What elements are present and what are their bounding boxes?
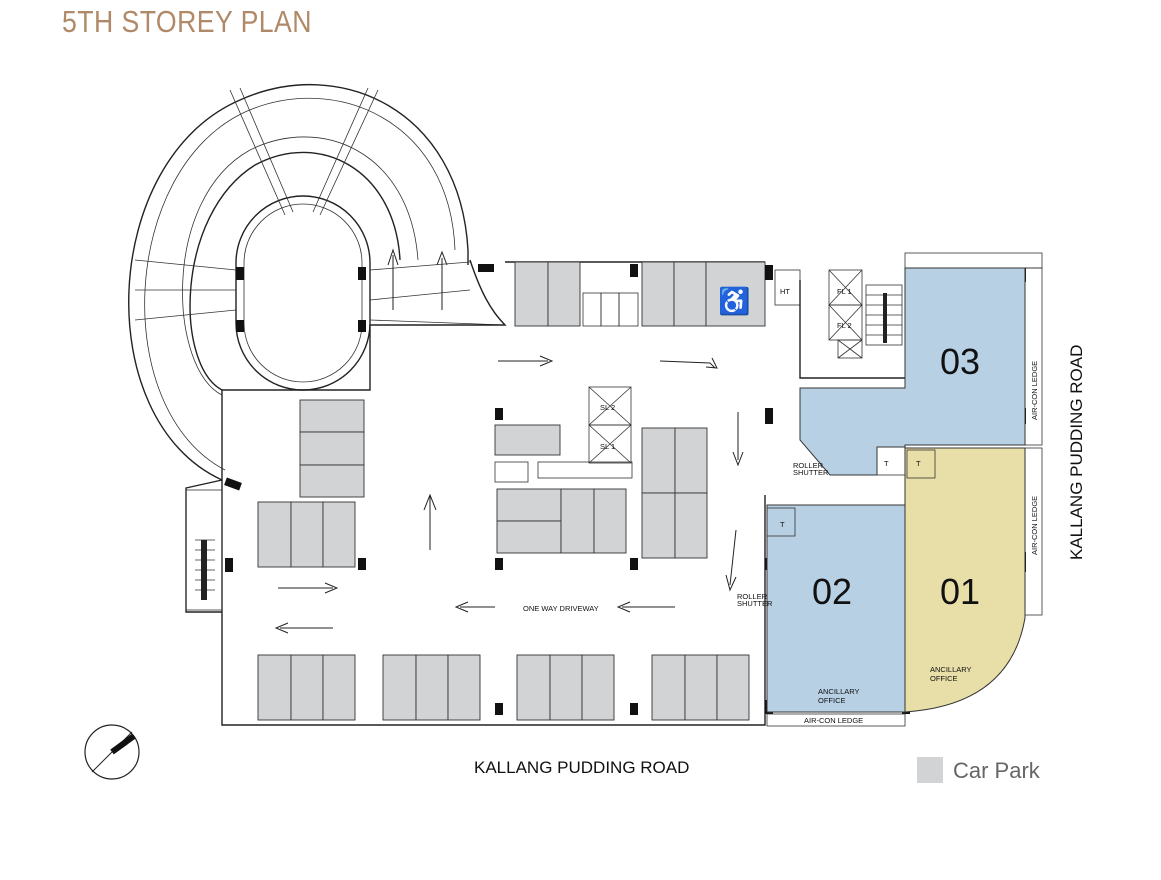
- road-label-right: KALLANG PUDDING ROAD: [1067, 345, 1086, 560]
- ancillary-label: ANCILLARY: [930, 665, 972, 674]
- roller-shutter-label: ROLLER: [737, 592, 768, 601]
- wheelchair-icon: ♿: [718, 286, 750, 316]
- driveway-label: ONE WAY DRIVEWAY: [523, 604, 599, 613]
- toilet-label: T: [884, 459, 889, 468]
- roller-shutter-label: SHUTTER: [737, 599, 773, 608]
- unit-01-label: 01: [940, 571, 980, 612]
- unit-03-area[interactable]: [799, 267, 1026, 476]
- unit-02-label: 02: [812, 571, 852, 612]
- ancillary-label: ANCILLARY: [818, 687, 860, 696]
- road-label-bottom: KALLANG PUDDING ROAD: [474, 758, 689, 777]
- unit-01-area[interactable]: [904, 447, 1026, 713]
- unit-01: 01 ANCILLARY OFFICE T: [904, 447, 1026, 713]
- aircon-ledge-label: AIR-CON LEDGE: [1030, 496, 1039, 555]
- north-arrow-icon: [84, 724, 140, 780]
- spiral-ramp: [128, 84, 507, 481]
- plan-title: 5TH STOREY PLAN: [62, 4, 312, 39]
- office-label: OFFICE: [818, 696, 846, 705]
- aircon-ledge-label: AIR-CON LEDGE: [1030, 361, 1039, 420]
- core: HT FL 1 FL 2: [774, 269, 905, 379]
- unit-02: 02 ANCILLARY OFFICE T: [766, 504, 906, 713]
- roller-shutter-label: ROLLER: [793, 461, 824, 470]
- fl1-label: FL 1: [837, 287, 852, 296]
- unit-03-label: 03: [940, 341, 980, 382]
- legend: Car Park: [917, 757, 1041, 783]
- office-label: OFFICE: [930, 674, 958, 683]
- service-lifts: SL 2 SL 1: [537, 386, 633, 479]
- ht-label: HT: [780, 287, 790, 296]
- sl2-label: SL 2: [600, 403, 615, 412]
- aircon-ledges: AIR-CON LEDGE AIR-CON LEDGE AIR-CON LEDG…: [766, 252, 1043, 727]
- sl1-label: SL 1: [600, 442, 615, 451]
- car-park-bays: ♿: [257, 261, 766, 721]
- toilet-label: T: [916, 459, 921, 468]
- roller-shutter-label: SHUTTER: [793, 468, 829, 477]
- toilet-label: T: [780, 520, 785, 529]
- traffic-arrows: [274, 248, 744, 634]
- unit-02-area[interactable]: [766, 504, 906, 713]
- unit-03: 03 T: [799, 267, 1026, 476]
- aircon-ledge-label: AIR-CON LEDGE: [804, 716, 863, 725]
- car-park-swatch: [917, 757, 943, 783]
- legend-car-park-label: Car Park: [953, 758, 1041, 783]
- fl2-label: FL 2: [837, 321, 852, 330]
